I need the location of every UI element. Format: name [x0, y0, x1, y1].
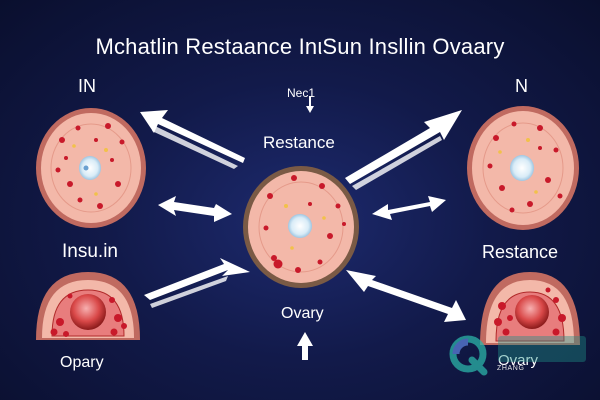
cell-top-right	[467, 106, 579, 230]
label-center-bottom: Ovary	[281, 305, 324, 322]
arrow-left-bottom	[144, 258, 250, 308]
watermark-subtext: ZHANG	[497, 365, 525, 372]
follicle	[70, 294, 106, 330]
arrow-right-top	[345, 110, 462, 190]
arrow-left-top	[140, 110, 245, 169]
arrow-left-mid	[158, 196, 232, 222]
nucleus	[79, 156, 101, 180]
label-center-top: Restance	[263, 133, 335, 152]
arrow-right-mid	[372, 196, 446, 220]
label-top-right: N	[515, 76, 528, 96]
ovary-bottom-right	[480, 272, 580, 345]
arrow-right-bottom	[346, 270, 466, 322]
label-top-left: IN	[78, 76, 96, 96]
nucleus	[510, 155, 534, 181]
arrow-center-small-down	[306, 96, 314, 113]
nucleus	[288, 214, 312, 238]
cell-top-left	[36, 108, 146, 228]
diagram-title: Mchatlin Restaance InιSun Insllin Ovaary	[95, 34, 505, 59]
ovary-bottom-left	[36, 272, 140, 340]
q-logo-icon	[449, 335, 586, 376]
label-center-top-small: Nec1	[287, 86, 316, 100]
label-bottom-left: Opary	[60, 354, 104, 371]
cell-center	[243, 166, 359, 288]
follicle	[515, 295, 549, 329]
arrow-center-up	[297, 332, 313, 360]
label-left-mid: Insu.in	[62, 241, 118, 262]
label-bottom-right: Ovary	[498, 352, 538, 369]
label-right-mid: Restance	[482, 242, 559, 262]
